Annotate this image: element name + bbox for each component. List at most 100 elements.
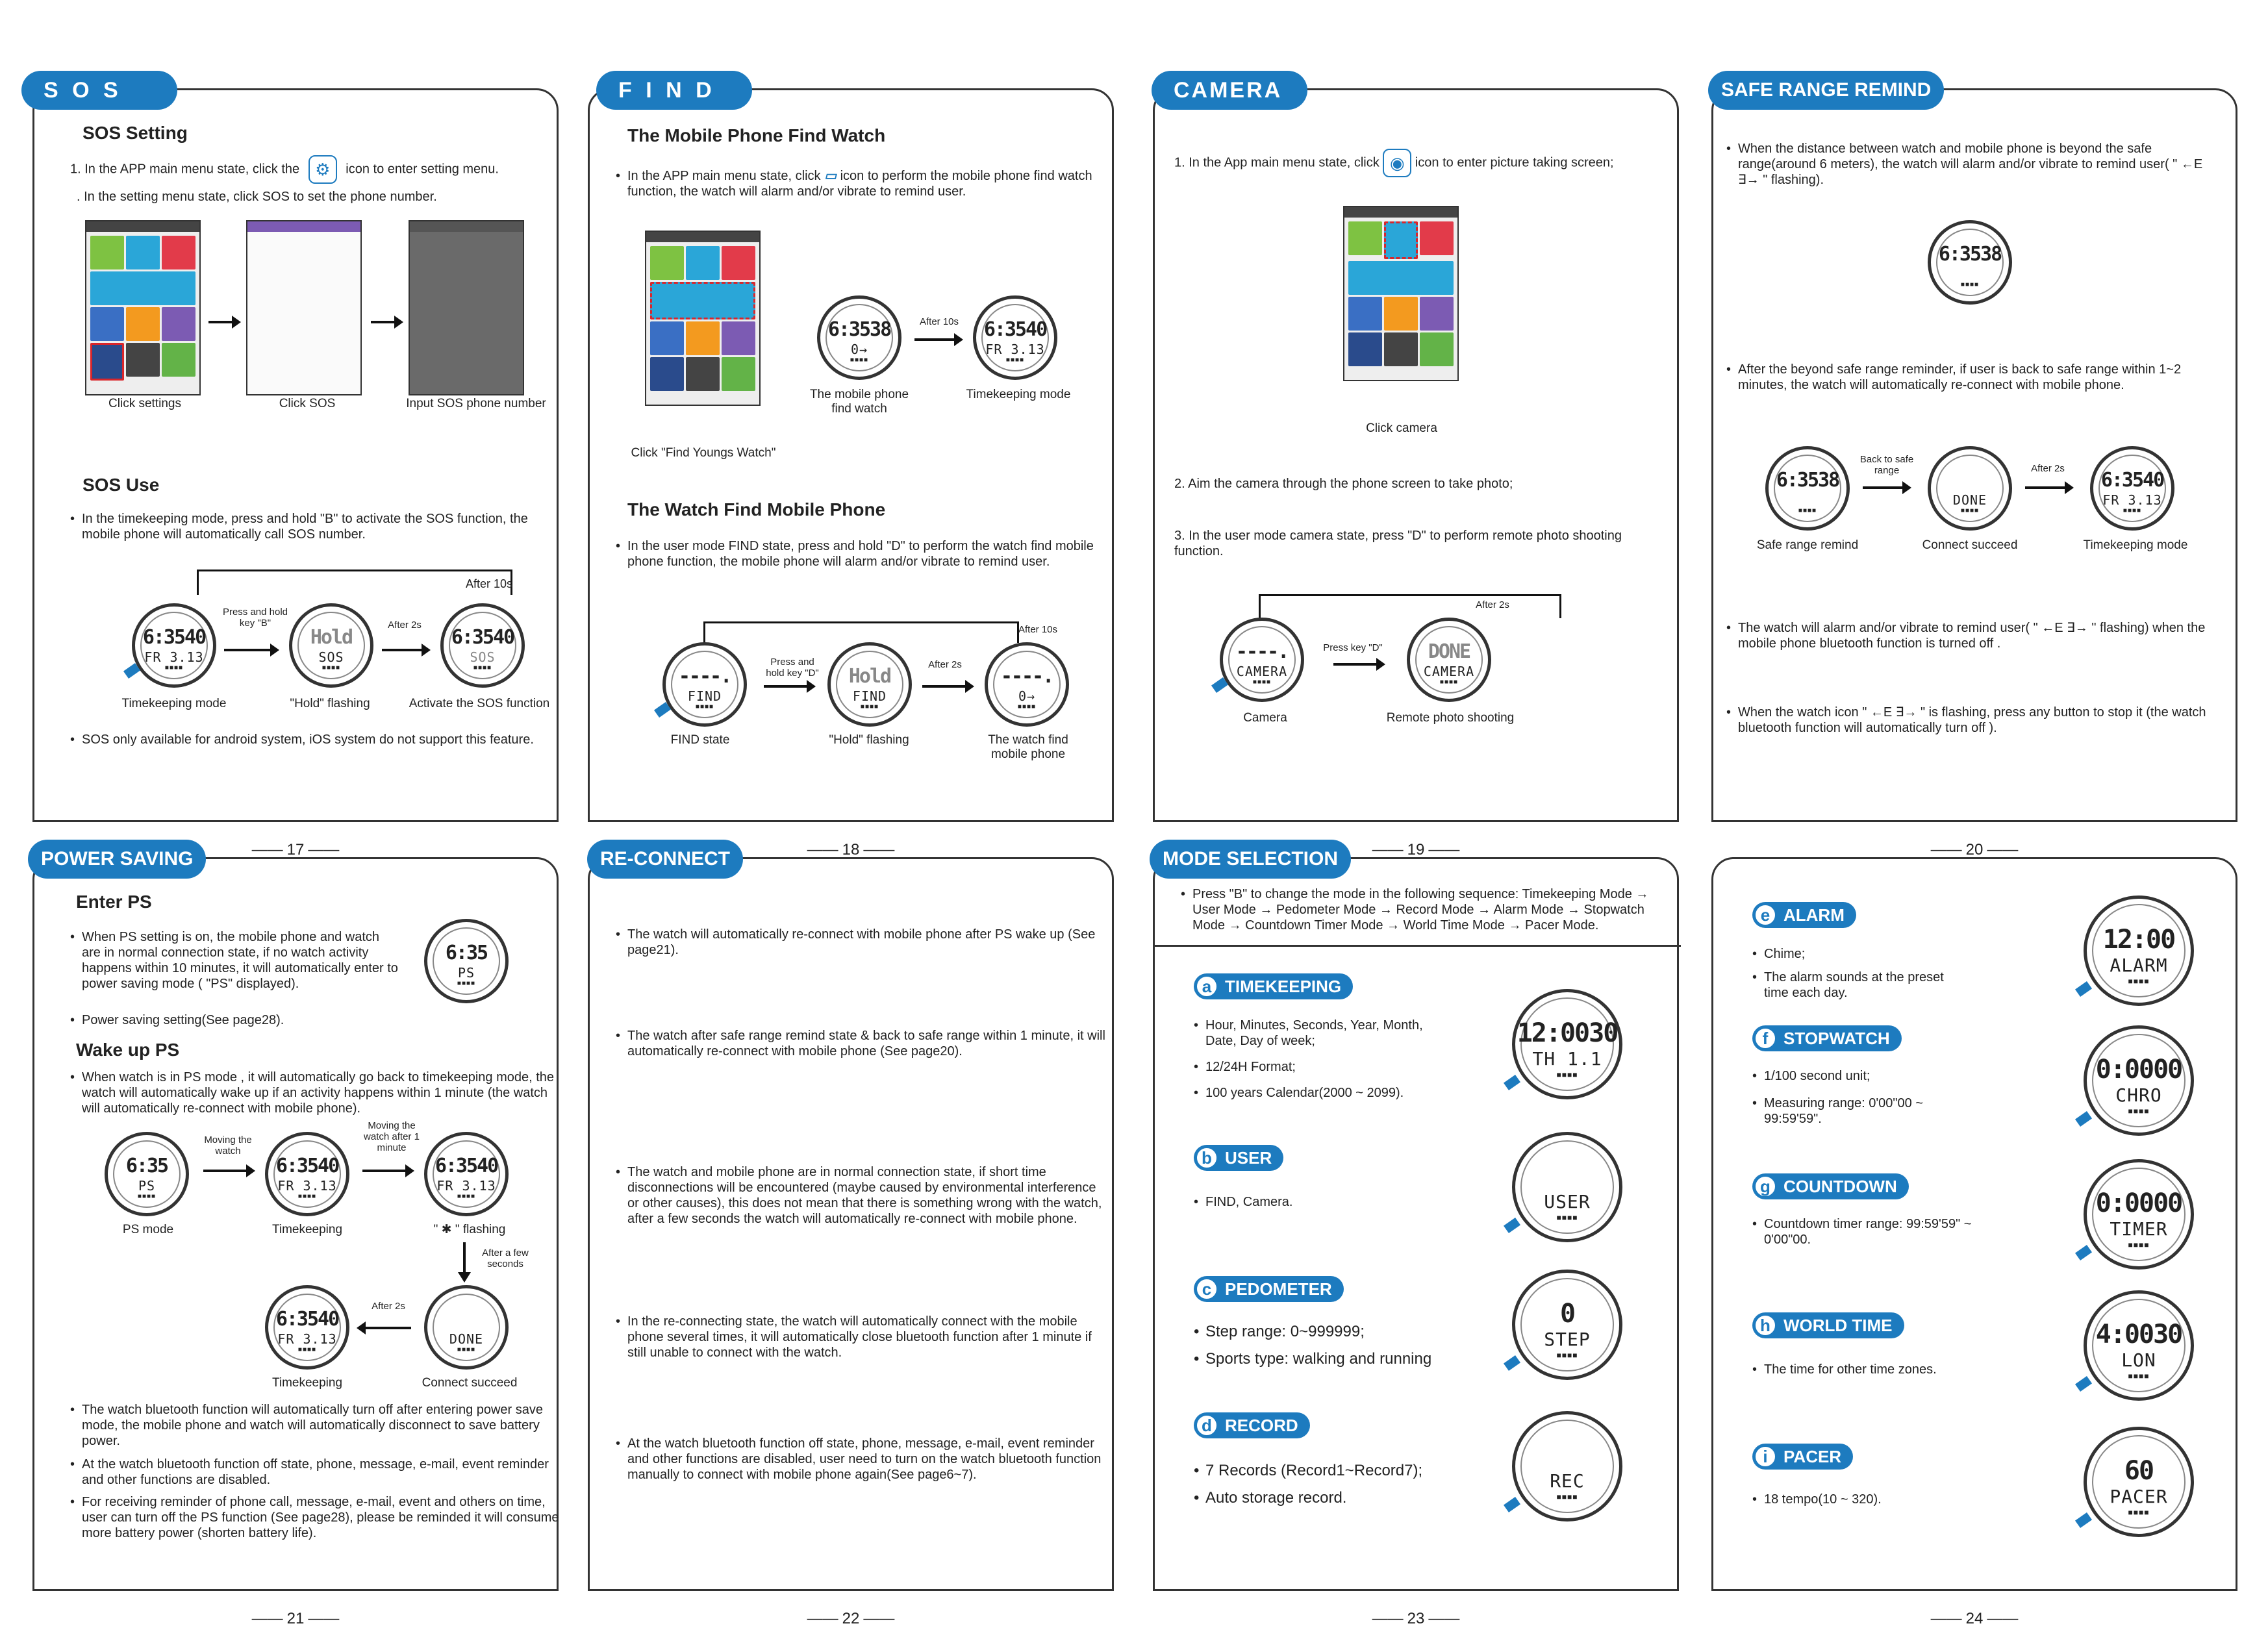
find-bullet-1: In the APP main menu state, click ▭ icon… <box>616 168 1108 199</box>
watch-safe-2: DONE■■■■ <box>1928 446 2012 531</box>
w-l2: ALARM <box>2110 955 2168 976</box>
page-18-panel: F I N D The Mobile Phone Find Watch In t… <box>588 71 1114 858</box>
sos-setting-title: SOS Setting <box>82 123 188 143</box>
sec-title: RECORD <box>1225 1416 1298 1435</box>
alarm-item-1: Chime; <box>1752 946 1959 962</box>
bt-flashing: " ✱ " flashing <box>433 1223 506 1236</box>
wt-item-1: The time for other time zones. <box>1752 1362 1972 1377</box>
w-l2: STEP <box>1544 1329 1591 1350</box>
w-l1: 0:0000 <box>2095 1055 2184 1084</box>
w-l1: 60 <box>2124 1456 2154 1486</box>
arrow-2 <box>371 316 403 329</box>
page-19-header: CAMERA <box>1152 71 1307 110</box>
w-l2: SOS <box>470 649 496 665</box>
wcap-safe-2: Connect succeed <box>1922 538 2018 552</box>
ped-item-2: Sports type: walking and running <box>1194 1351 1478 1368</box>
wcap-find-1: FIND state <box>670 733 730 747</box>
arrow-4 <box>382 644 431 657</box>
sec-title: PEDOMETER <box>1225 1279 1332 1299</box>
page-num-24: 24 <box>1931 1610 2019 1627</box>
rec-item-1: 7 Records (Record1~Record7); <box>1194 1463 1478 1479</box>
safe-bullet-1: When the distance between watch and mobi… <box>1726 141 2225 188</box>
arrow-f1 <box>914 333 963 346</box>
cap-click-sos: Click SOS <box>279 397 336 410</box>
w-l1: 6:35 <box>445 942 488 964</box>
enter-ps-title: Enter PS <box>76 892 152 912</box>
after-10s-find: After 10s <box>919 316 959 327</box>
rec-item-2: Auto storage record. <box>1194 1490 1478 1507</box>
w-l2: CAMERA <box>1236 664 1288 679</box>
rc-bullet-1: The watch will automatically re-connect … <box>616 927 1108 958</box>
press-hold-b: Press and hold key "B" <box>222 607 288 629</box>
sos-use-title: SOS Use <box>82 475 160 495</box>
page-number: 22 <box>590 1610 1112 1628</box>
cam-s1-a: 1. In the App main menu state, click <box>1174 155 1380 170</box>
w-l1: 12:00 <box>2102 925 2176 955</box>
sec-letter: b <box>1196 1147 1217 1168</box>
safe-bullet-4: When the watch icon " ←E ∃→ " is flashin… <box>1726 705 2225 736</box>
w-l1: 6:3538 <box>1776 469 1840 492</box>
cd-item-1: Countdown timer range: 99:59'59" ~ 0'00"… <box>1752 1216 1972 1247</box>
ps-bullet-6: For receiving reminder of phone call, me… <box>70 1494 562 1541</box>
sos-note: SOS only available for android system, i… <box>70 732 562 747</box>
moving-watch: Moving the watch <box>204 1134 252 1157</box>
arrow-s2 <box>2025 481 2074 494</box>
w-l2: FR 3.13 <box>277 1178 337 1194</box>
sec-letter: h <box>1755 1315 1776 1336</box>
page-num-19: 19 <box>1372 841 1460 858</box>
pacer-item-1: 18 tempo(10 ~ 320). <box>1752 1492 1972 1507</box>
arrow-3 <box>224 644 279 657</box>
rc-bullet-4: In the re-connecting state, the watch wi… <box>616 1314 1108 1360</box>
ps-bullet-4: The watch bluetooth function will automa… <box>70 1402 562 1449</box>
tk-item-3: 100 years Calendar(2000 ~ 2099). <box>1194 1085 1439 1101</box>
youngs-logo-icon: ▭ <box>824 169 837 183</box>
after-2s: After 2s <box>388 620 422 631</box>
page-num-17: 17 <box>252 841 340 858</box>
wcap-safe-1: Safe range remind <box>1756 538 1859 552</box>
arrow-f2 <box>764 680 816 693</box>
camera-step-3: 3. In the user mode camera state, press … <box>1174 529 1622 558</box>
ped-item-1: Step range: 0~999999; <box>1194 1324 1478 1340</box>
sos-use-bullet-1: In the timekeeping mode, press and hold … <box>70 511 562 542</box>
page-number: 24 <box>1713 1610 2236 1628</box>
arrow-1 <box>208 316 241 329</box>
page-num-20: 20 <box>1931 841 2019 858</box>
cap-click-settings: Click settings <box>108 397 181 410</box>
camera-loop <box>1259 594 1561 618</box>
watch-mode-b: USER■■■■ <box>1512 1132 1622 1242</box>
alarm-item-2: The alarm sounds at the preset time each… <box>1752 970 1959 1001</box>
phone-settings-screen <box>85 220 201 395</box>
tk-item-2: 12/24H Format; <box>1194 1059 1439 1075</box>
safe-bullet-3: The watch will alarm and/or vibrate to r… <box>1726 620 2225 651</box>
sw-item-1: 1/100 second unit; <box>1752 1068 1959 1084</box>
w-l2: LON <box>2121 1349 2156 1371</box>
user-item-1: FIND, Camera. <box>1194 1194 1439 1210</box>
wcap-2: "Hold" flashing <box>290 697 370 710</box>
wcap-timekeeping-2: Timekeeping <box>271 1376 343 1390</box>
page-num-18: 18 <box>807 841 895 858</box>
cam-s1-b: icon to enter picture taking screen; <box>1415 155 1614 170</box>
after-few-sec: After a few seconds <box>482 1247 529 1270</box>
sec-title: ALARM <box>1783 905 1845 925</box>
w-l2: REC <box>1550 1470 1585 1492</box>
w-l1: Hold <box>848 665 892 688</box>
page-21-panel: POWER SAVING Enter PS When PS setting is… <box>28 840 562 1627</box>
w-l1: 6:3540 <box>983 318 1048 341</box>
watch-find-state: ----.FIND■■■■ <box>662 642 747 727</box>
w-l2: PS <box>138 1178 156 1194</box>
cap-phone-find-watch: The mobile phone find watch <box>809 388 909 416</box>
w-l2: CHRO <box>2115 1084 2162 1106</box>
w-l2: FIND <box>852 688 887 704</box>
page-19-panel: CAMERA 1. In the App main menu state, cl… <box>1152 71 1679 858</box>
